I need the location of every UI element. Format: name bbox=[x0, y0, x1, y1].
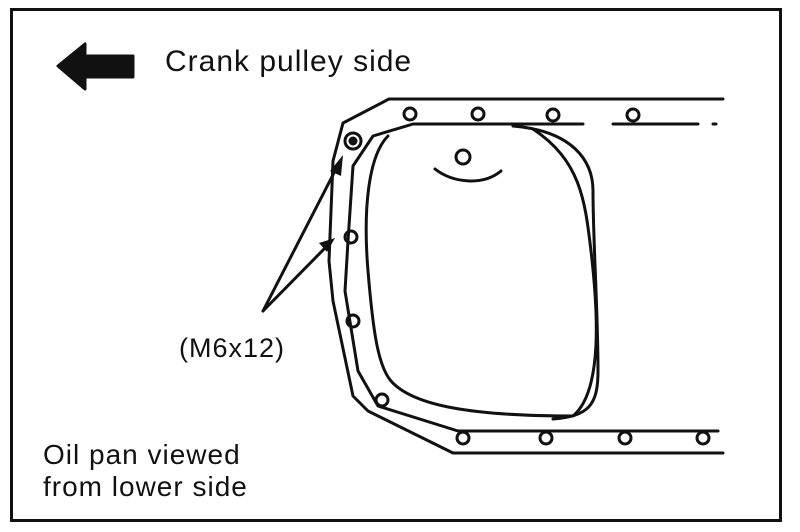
oil-pan-flange-outline bbox=[327, 97, 725, 455]
bolt-hole-icon bbox=[545, 107, 561, 123]
bolt-spec-label: (M6x12) bbox=[179, 333, 286, 363]
arrowhead-icon bbox=[319, 238, 335, 252]
oil-pan-sump-wall bbox=[511, 124, 600, 421]
direction-label: Crank pulley side bbox=[165, 45, 413, 78]
oil-pan-drawing bbox=[56, 42, 725, 455]
arrowhead-icon bbox=[330, 155, 343, 176]
diagram-frame: Crank pulley side (M6x12) Oil pan viewed… bbox=[10, 8, 782, 522]
bolt-hole-icon bbox=[625, 107, 641, 123]
oil-pan-sump bbox=[364, 127, 598, 418]
caption-line: Oil pan viewed bbox=[43, 439, 241, 470]
drain-plug-icon bbox=[454, 148, 472, 166]
bolt-hole-icon bbox=[345, 313, 361, 329]
figure-caption: Oil pan viewed from lower side bbox=[43, 439, 248, 503]
bolt-m6-icon bbox=[343, 131, 363, 151]
bolt-hole-icon bbox=[455, 430, 471, 446]
leader-line bbox=[261, 244, 329, 313]
bolt-holes bbox=[343, 106, 711, 446]
bolt-hole-icon bbox=[617, 430, 633, 446]
bolt-m6-icon bbox=[348, 136, 358, 146]
bolt-hole-icon bbox=[695, 430, 711, 446]
caption-line: from lower side bbox=[43, 471, 248, 502]
bolt-hole-icon bbox=[470, 106, 486, 122]
bolt-hole-icon bbox=[374, 392, 390, 408]
bolt-hole-icon bbox=[402, 106, 418, 122]
bolt-hole-icon bbox=[538, 430, 554, 446]
oil-pan-inner-edge bbox=[343, 122, 720, 433]
leader-line bbox=[261, 167, 338, 313]
bolt-hole-icon bbox=[343, 229, 359, 245]
arrow-left-icon bbox=[56, 42, 135, 91]
drain-plug-bracket bbox=[433, 167, 503, 183]
